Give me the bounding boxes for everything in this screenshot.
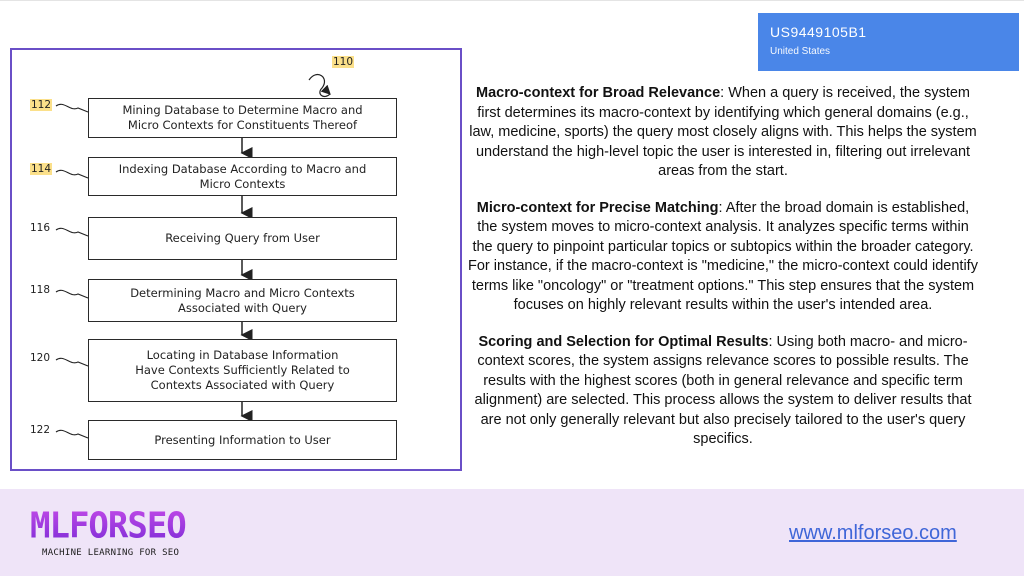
step-ref-120: 120	[30, 352, 51, 364]
paragraph-micro-context: Micro-context for Precise Matching: Afte…	[468, 199, 978, 316]
mlforseo-logo: MLFORSEO	[30, 505, 187, 547]
flow-step-determining-contexts: Determining Macro and Micro Contexts Ass…	[88, 279, 397, 322]
patent-badge[interactable]: US9449105B1 United States	[758, 13, 1019, 71]
flow-step-locating-information: Locating in Database Information Have Co…	[88, 339, 397, 402]
logo-tagline: MACHINE LEARNING FOR SEO	[42, 548, 180, 558]
flow-step-indexing: Indexing Database According to Macro and…	[88, 157, 397, 196]
explanation-panel: Macro-context for Broad Relevance: When …	[468, 84, 978, 467]
step-ref-114: 114	[30, 163, 53, 175]
paragraph-title: Macro-context for Broad Relevance	[476, 85, 721, 101]
patent-flowchart: 110 112 Mining Database to Determine Mac…	[10, 48, 462, 471]
patent-number: US9449105B1	[770, 24, 867, 40]
paragraph-body: : When a query is received, the system f…	[469, 85, 977, 179]
step-ref-112: 112	[30, 99, 53, 111]
paragraph-title: Micro-context for Precise Matching	[476, 199, 719, 216]
footer-bar	[0, 489, 1024, 576]
flow-step-receiving-query: Receiving Query from User	[88, 217, 397, 260]
website-link[interactable]: www.mlforseo.com	[789, 522, 957, 544]
flowchart-connectors	[55, 74, 331, 439]
top-divider	[0, 0, 1024, 1]
flow-step-presenting: Presenting Information to User	[88, 420, 397, 460]
step-ref-118: 118	[30, 284, 51, 296]
step-ref-122: 122	[30, 424, 51, 436]
paragraph-body: : After the broad domain is established,…	[468, 199, 978, 314]
paragraph-macro-context: Macro-context for Broad Relevance: When …	[468, 84, 978, 182]
paragraph-scoring: Scoring and Selection for Optimal Result…	[468, 333, 978, 450]
patent-country: United States	[770, 46, 831, 57]
figure-ref-label: 110	[332, 56, 355, 68]
step-ref-116: 116	[30, 222, 51, 234]
flow-step-mining: Mining Database to Determine Macro and M…	[88, 98, 397, 138]
paragraph-body: : Using both macro- and micro-context sc…	[474, 333, 972, 448]
paragraph-title: Scoring and Selection for Optimal Result…	[478, 333, 769, 350]
